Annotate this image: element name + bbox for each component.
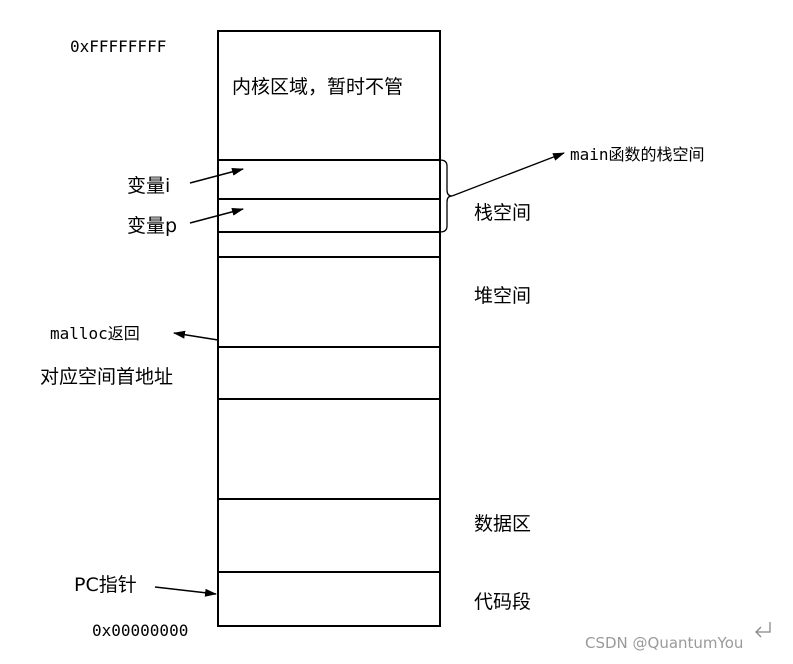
pc-arrow	[154, 586, 217, 597]
kernel-label: 内核区域，暂时不管	[232, 76, 403, 98]
code-segment-label: 代码段	[474, 591, 531, 613]
var-i-label: 变量i	[127, 175, 170, 197]
watermark: CSDN @QuantumYou	[585, 634, 743, 652]
malloc-arrow	[173, 330, 219, 341]
segment-dividers	[218, 159, 440, 573]
return-icon	[755, 622, 771, 638]
stack-label: 栈空间	[474, 202, 531, 224]
stack-brace	[439, 159, 453, 233]
top-address-label: 0xFFFFFFFF	[70, 37, 166, 56]
var-i-arrow	[189, 167, 244, 184]
main-stack-arrow	[451, 152, 565, 197]
heap-label: 堆空间	[474, 285, 531, 307]
malloc-address-label: 对应空间首地址	[40, 366, 173, 388]
var-p-label: 变量p	[127, 215, 177, 237]
bottom-address-label: 0x00000000	[92, 621, 188, 640]
memory-block	[217, 30, 441, 627]
data-segment-label: 数据区	[474, 513, 531, 535]
malloc-label: malloc返回	[50, 324, 140, 343]
pc-label: PC指针	[74, 574, 137, 596]
main-stack-label: main函数的栈空间	[570, 145, 705, 164]
var-p-arrow	[189, 207, 244, 224]
